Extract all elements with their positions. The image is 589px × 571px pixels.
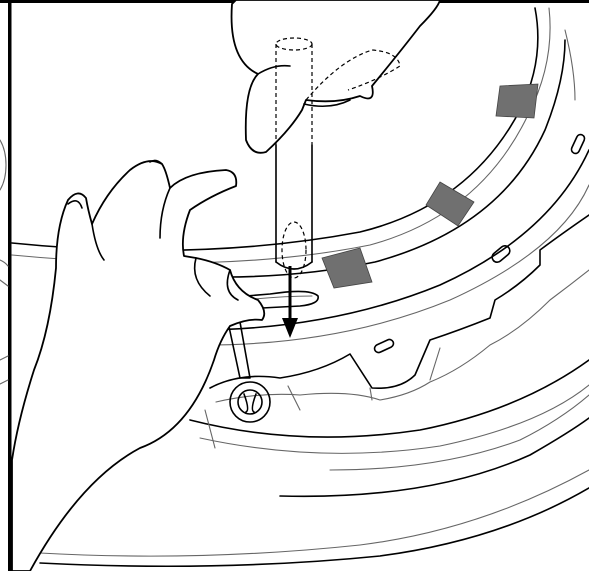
upper-hand <box>232 0 440 153</box>
outer-panel <box>0 140 8 384</box>
lower-hand <box>12 160 264 571</box>
clamp-screw-icon <box>230 382 270 422</box>
down-arrow-icon <box>282 266 298 338</box>
